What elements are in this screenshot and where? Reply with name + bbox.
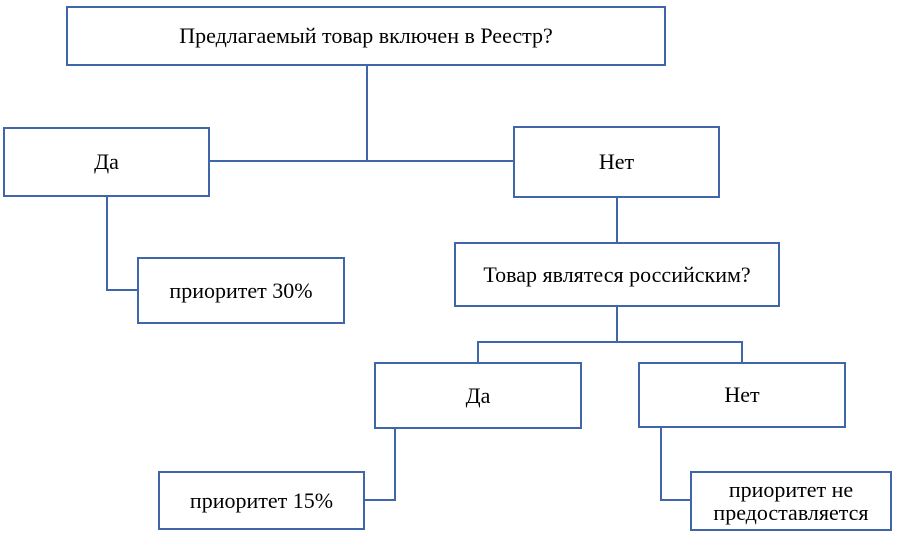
question-registry-box: Предлагаемый товар включен в Реестр?	[66, 6, 666, 66]
connector-no2-to-nopriority	[660, 428, 690, 501]
answer-no-text: Нет	[598, 149, 635, 175]
no-priority-box: приоритет не предоставляется	[690, 471, 892, 531]
priority-15-box: приоритет 15%	[158, 471, 365, 530]
answer-yes-2-text: Да	[465, 382, 491, 408]
question-russian-box: Товар являтеся российским?	[454, 242, 780, 307]
no-priority-line1: приоритет не	[728, 476, 854, 502]
connector-question2-split	[477, 341, 743, 362]
answer-no-2-box: Нет	[638, 362, 846, 428]
no-priority-text: приоритет не предоставляется	[713, 478, 868, 524]
priority-30-box: приоритет 30%	[137, 257, 345, 324]
connector-yes2-to-priority15	[365, 429, 396, 501]
answer-yes-box: Да	[3, 127, 210, 197]
question-russian-text: Товар являтеся российским?	[483, 261, 751, 287]
answer-yes-2-box: Да	[374, 362, 582, 429]
no-priority-line2: предоставляется	[713, 500, 869, 525]
question-registry-text: Предлагаемый товар включен в Реестр?	[179, 23, 553, 49]
priority-15-text: приоритет 15%	[189, 487, 334, 513]
priority-30-text: приоритет 30%	[169, 277, 313, 303]
connector-yes1-to-priority30	[106, 197, 137, 291]
answer-no-box: Нет	[513, 126, 720, 198]
answer-no-2-text: Нет	[724, 382, 760, 408]
answer-yes-text: Да	[94, 149, 119, 175]
